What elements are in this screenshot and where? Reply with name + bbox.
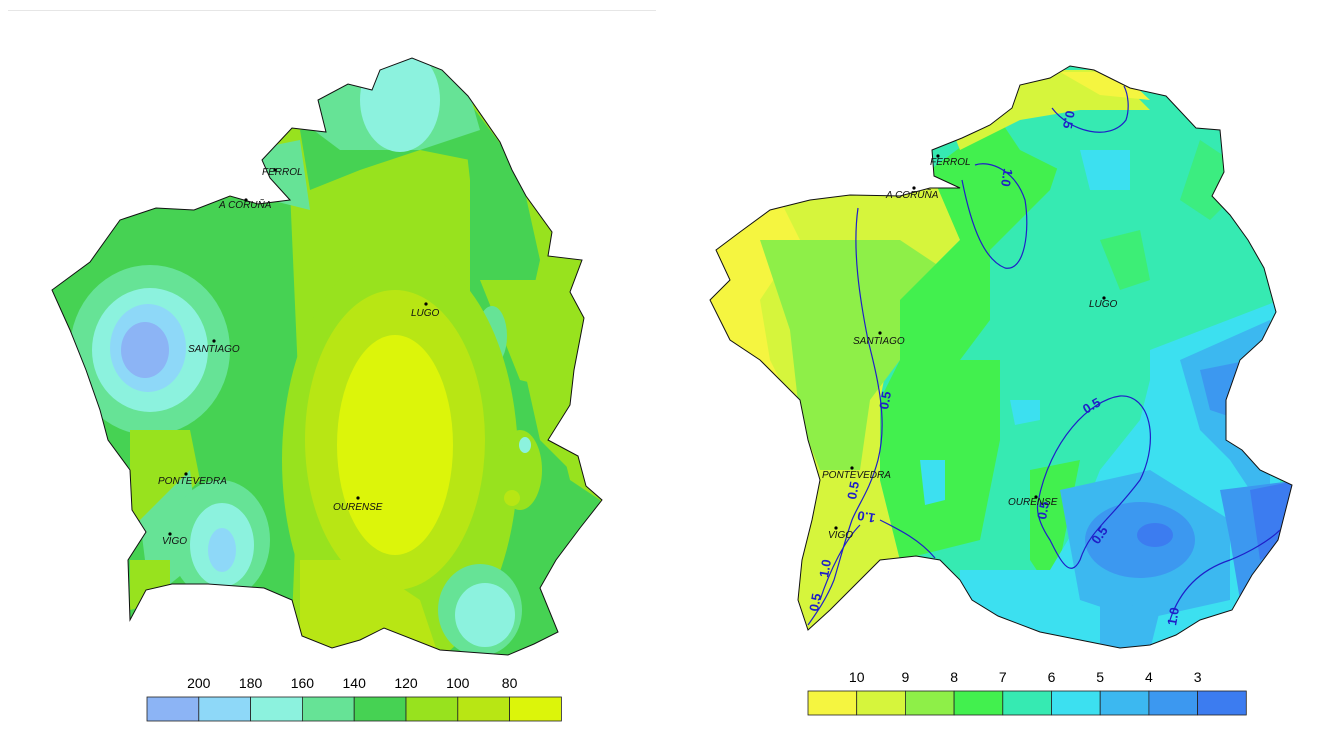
legend-swatch <box>146 696 200 722</box>
legend-tick-label: 10 <box>849 669 865 685</box>
contour-label: 0.5 <box>876 390 894 410</box>
contour-line <box>879 519 936 559</box>
city-dot <box>1102 296 1106 300</box>
map-right-legend: 10 9 8 7 6 5 4 3 <box>807 669 1247 716</box>
city-label-a-coruna: A CORUÑA <box>885 188 939 201</box>
contour-line <box>1051 85 1129 133</box>
city-label-ourense: OURENSE <box>1008 497 1058 508</box>
legend-swatch <box>1051 690 1101 716</box>
city-dot <box>834 526 838 530</box>
legend-tick-label: 100 <box>446 675 470 691</box>
city-label-lugo: LUGO <box>411 308 440 319</box>
city-label-lugo: LUGO <box>1089 299 1118 310</box>
legend-tick-label: 180 <box>239 675 263 691</box>
map-right-city-labels: FERROL A CORUÑA LUGO SANTIAGO PONTEVEDRA… <box>822 154 1118 541</box>
contour-label: 1.0 <box>816 558 834 578</box>
legend-tick-label: 9 <box>902 669 910 685</box>
city-dot <box>273 168 277 172</box>
city-label-ferrol: FERROL <box>262 167 303 178</box>
city-label-a-coruna: A CORUÑA <box>218 198 272 211</box>
legend-swatch <box>1197 690 1247 716</box>
legend-tick-label: 5 <box>1096 669 1104 685</box>
contour-line <box>1169 529 1281 621</box>
legend-swatch <box>807 690 858 716</box>
city-dot <box>212 339 216 343</box>
legend-tick-label: 80 <box>502 675 518 691</box>
map-left: FERROL A CORUÑA LUGO SANTIAGO PONTEVEDRA… <box>51 57 603 722</box>
legend-tick-label: 6 <box>1048 669 1056 685</box>
city-dot <box>244 198 248 202</box>
city-label-ourense: OURENSE <box>333 502 383 513</box>
city-label-vigo: VIGO <box>828 530 853 541</box>
city-dot <box>850 466 854 470</box>
legend-tick-label: 200 <box>187 675 211 691</box>
contour-label: 0.5 <box>1034 500 1052 520</box>
contour-label: 1.0 <box>1164 606 1182 626</box>
legend-swatch <box>457 696 510 722</box>
legend-tick-label: 4 <box>1145 669 1153 685</box>
legend-swatch <box>1148 690 1199 716</box>
city-dot <box>936 154 940 158</box>
city-label-pontevedra: PONTEVEDRA <box>822 470 891 481</box>
city-dot <box>168 532 172 536</box>
city-dot <box>912 186 916 190</box>
legend-swatch <box>353 696 407 722</box>
city-label-pontevedra: PONTEVEDRA <box>158 476 227 487</box>
legend-swatch <box>1002 690 1052 716</box>
legend-tick-label: 3 <box>1194 669 1202 685</box>
city-label-santiago: SANTIAGO <box>188 344 240 355</box>
city-dot <box>356 496 360 500</box>
city-dot <box>184 472 188 476</box>
contour-label: 0.5 <box>806 592 824 612</box>
map-right-contour-labels: 0.5 1.0 0.5 0.5 0.5 1.0 0.5 1.0 1.0 0.5 … <box>806 109 1182 626</box>
city-dot <box>424 302 428 306</box>
legend-tick-label: 7 <box>999 669 1007 685</box>
legend-tick-label: 160 <box>291 675 315 691</box>
contour-line <box>807 207 883 626</box>
map-right-fill <box>710 66 1292 648</box>
legend-swatch <box>198 696 252 722</box>
map-left-fill <box>52 58 602 655</box>
city-label-ferrol: FERROL <box>930 157 971 168</box>
legend-swatch <box>405 696 459 722</box>
contour-label: 1.0 <box>998 167 1016 187</box>
legend-swatch <box>953 690 1004 716</box>
legend-swatch <box>509 696 562 722</box>
contour-line <box>961 163 1028 269</box>
legend-swatch <box>1099 690 1150 716</box>
city-label-santiago: SANTIAGO <box>853 336 905 347</box>
contour-label: 0.5 <box>1060 109 1078 129</box>
city-dot <box>1034 495 1038 499</box>
top-frame-line <box>8 10 656 11</box>
map-left-legend: 200 180 160 140 120 100 80 <box>146 675 562 722</box>
contour-line <box>819 524 861 601</box>
map-right-contours <box>807 85 1281 626</box>
legend-tick-label: 140 <box>343 675 367 691</box>
contour-label: 0.5 <box>844 480 862 500</box>
city-label-vigo: VIGO <box>162 536 187 547</box>
city-dot <box>878 331 882 335</box>
map-right: 0.5 1.0 0.5 0.5 0.5 1.0 0.5 1.0 1.0 0.5 … <box>709 65 1293 716</box>
map-left-city-labels: FERROL A CORUÑA LUGO SANTIAGO PONTEVEDRA… <box>158 167 440 547</box>
contour-line <box>1036 395 1151 569</box>
legend-swatch <box>905 690 955 716</box>
contour-label: 1.0 <box>856 508 876 526</box>
legend-tick-label: 8 <box>950 669 958 685</box>
legend-tick-label: 120 <box>394 675 418 691</box>
legend-swatch <box>250 696 303 722</box>
legend-swatch <box>856 690 906 716</box>
legend-swatch <box>301 696 355 722</box>
